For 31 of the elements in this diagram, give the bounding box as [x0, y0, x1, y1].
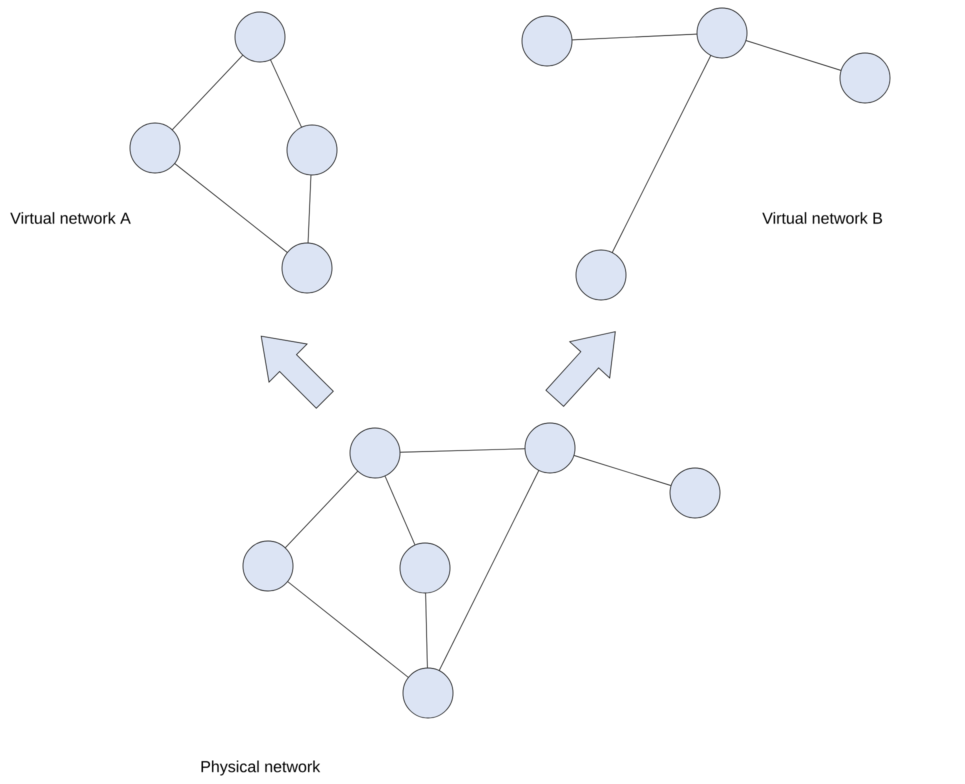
link-line: [288, 581, 408, 678]
network-node: [400, 542, 450, 594]
link-line: [572, 34, 698, 40]
network-node: [130, 122, 180, 174]
link-line: [612, 55, 712, 253]
network-node: [524, 422, 576, 474]
network-node: [242, 540, 294, 592]
link-line: [746, 40, 842, 71]
network-node: [696, 8, 748, 58]
network-label: Virtual network B: [762, 212, 882, 224]
network-node: [234, 12, 286, 62]
network-node: [576, 250, 626, 300]
network-node: [670, 468, 720, 518]
link-line: [425, 593, 428, 668]
link-line: [172, 55, 243, 130]
link-line: [400, 448, 526, 453]
link-line: [270, 60, 302, 128]
link-line: [438, 470, 540, 671]
network-node: [286, 124, 338, 176]
network-node: [402, 668, 454, 718]
network-node: [350, 428, 400, 478]
link-line: [174, 163, 288, 253]
link-line: [574, 455, 672, 486]
network-label: Physical network: [202, 760, 320, 776]
network-node: [522, 16, 572, 66]
link-line: [308, 174, 312, 244]
network-node: [282, 242, 332, 294]
network-label: Virtual network A: [10, 212, 131, 224]
link-line: [384, 476, 416, 546]
link-line: [285, 471, 358, 548]
network-node: [840, 52, 890, 104]
